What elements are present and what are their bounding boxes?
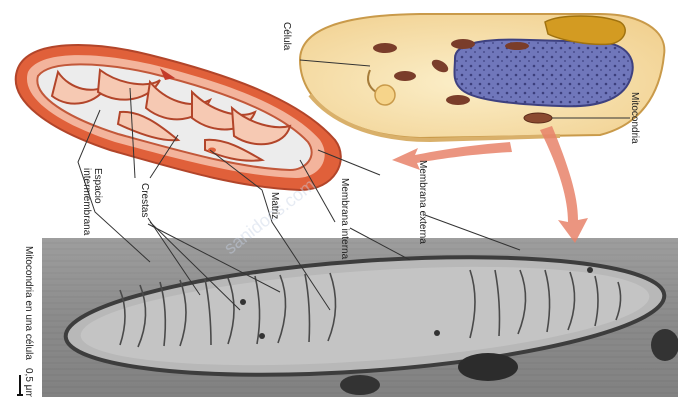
label-matriz: Matriz [269, 192, 280, 219]
label-membrana-interna: Membrana interna [339, 178, 350, 259]
cell-mitochondrion [446, 95, 470, 105]
label-espacio-intermembrana: Espacio intermembrana [81, 168, 103, 238]
label-mitocondria-cell: Mitocondria [629, 92, 640, 144]
cell-mitochondrion [394, 71, 416, 81]
micrograph-granule [240, 299, 246, 305]
electron-micrograph [17, 238, 678, 397]
label-membrana-externa: Membrana externa [417, 160, 428, 244]
micrograph-granule [434, 330, 440, 336]
label-crestas: Crestas [139, 183, 150, 217]
micrograph-granule [259, 333, 265, 339]
micrograph-dark-body [651, 329, 678, 361]
arrow-to-micrograph [540, 126, 588, 243]
cell-illustration [300, 14, 664, 140]
mitochondrion-diagram [16, 45, 341, 190]
arrow-to-diagram [392, 142, 512, 170]
cell-mitochondrion [373, 43, 397, 53]
micrograph-dark-body [458, 353, 518, 381]
micrograph-dark-body [340, 375, 380, 395]
cell-mitochondrion-highlighted [524, 113, 552, 123]
cell-mitochondrion [505, 42, 529, 50]
label-scale: 0,5 μm [23, 368, 34, 397]
label-micrograph-caption: Mitocondria en una célula [23, 246, 34, 360]
micrograph-granule [587, 267, 593, 273]
cell-mitochondrion [451, 39, 475, 49]
nucleus [454, 40, 632, 107]
cell-vacuole [375, 85, 395, 105]
label-celula: Célula [281, 22, 292, 50]
